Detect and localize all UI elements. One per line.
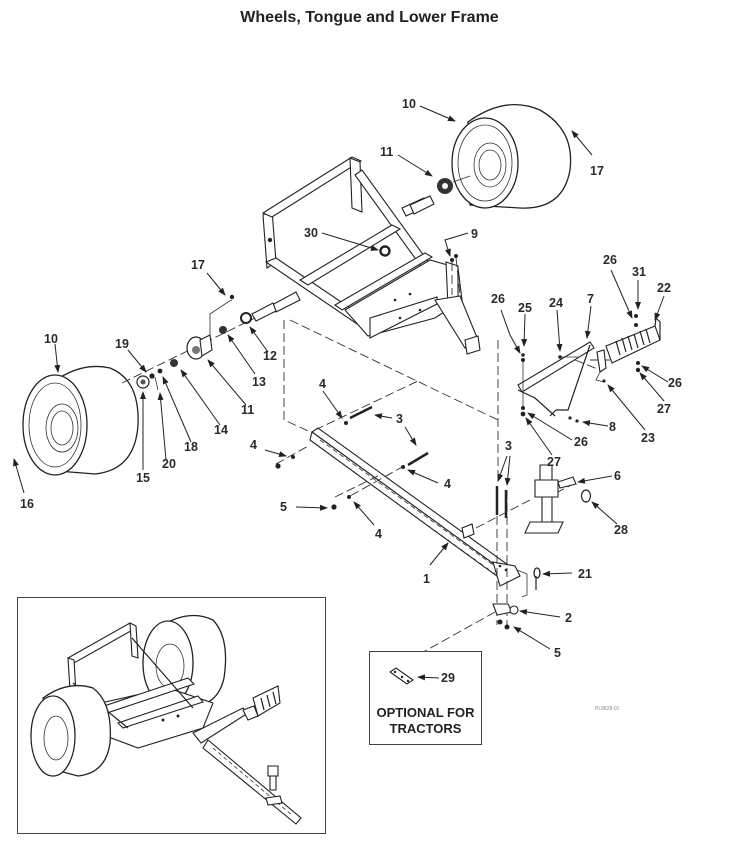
callout-13: 13	[252, 375, 266, 389]
callout-24: 24	[549, 296, 563, 310]
callout-10: 10	[402, 97, 416, 111]
step-bracket	[517, 341, 595, 423]
callout-26: 26	[603, 253, 617, 267]
callout-22: 22	[657, 281, 671, 295]
callout-11: 11	[380, 145, 393, 159]
lower-frame	[251, 156, 481, 355]
step	[595, 314, 661, 383]
callout-20: 20	[162, 457, 176, 471]
ring-28	[580, 489, 592, 503]
callout-3: 3	[396, 412, 403, 426]
leader-lines	[13, 105, 669, 650]
callout-6: 6	[614, 469, 621, 483]
callout-25: 25	[518, 301, 532, 315]
optional-for-tractors-box: 29 OPTIONAL FOR TRACTORS	[369, 651, 482, 745]
optional-caption-line2: TRACTORS	[389, 721, 462, 736]
callout-27: 27	[657, 402, 671, 416]
callout-5: 5	[554, 646, 561, 660]
callout-26: 26	[668, 376, 682, 390]
callout-19: 19	[115, 337, 129, 351]
washer-30	[379, 245, 391, 257]
callout-1: 1	[423, 572, 430, 586]
callout-11: 11	[241, 403, 254, 417]
callout-31: 31	[632, 265, 646, 279]
wheel-left	[22, 365, 139, 476]
callout-8: 8	[609, 420, 616, 434]
tongue-fasteners	[275, 405, 508, 518]
drawbar-plate-illustration: 29	[389, 667, 455, 685]
callout-21: 21	[578, 567, 592, 581]
callout-labels: 10 17 11 30 9 17 10 19 12 13 11 14 18 20…	[20, 97, 682, 660]
callout-2: 2	[565, 611, 572, 625]
tongue	[309, 427, 528, 598]
assembled-view-inset	[17, 597, 326, 834]
alignment-lines	[275, 319, 610, 666]
callout-30: 30	[304, 226, 318, 240]
assembled-trailer-illustration	[30, 614, 302, 825]
callout-4: 4	[250, 438, 257, 452]
callout-14: 14	[214, 423, 228, 437]
wheel-top-right	[451, 104, 572, 209]
callout-15: 15	[136, 471, 150, 485]
callout-3: 3	[505, 439, 512, 453]
callout-28: 28	[614, 523, 628, 537]
pin	[533, 567, 541, 590]
left-hub-components	[121, 294, 256, 391]
drawing-code: PL8828-01	[595, 706, 620, 712]
optional-caption-line1: OPTIONAL FOR	[376, 705, 475, 720]
jack	[524, 464, 592, 534]
callout-5: 5	[280, 500, 287, 514]
page-title: Wheels, Tongue and Lower Frame	[240, 9, 499, 26]
callout-17: 17	[590, 164, 604, 178]
callout-4: 4	[444, 477, 451, 491]
callout-16: 16	[20, 497, 34, 511]
callout-26: 26	[574, 435, 588, 449]
callout-18: 18	[184, 440, 198, 454]
callout-7: 7	[587, 292, 594, 306]
callout-12: 12	[263, 349, 277, 363]
callout-10: 10	[44, 332, 58, 346]
callout-26: 26	[491, 292, 505, 306]
callout-17: 17	[191, 258, 205, 272]
callout-9: 9	[471, 227, 478, 241]
hub-top	[409, 175, 471, 215]
callout-4: 4	[319, 377, 326, 391]
callout-29: 29	[441, 671, 455, 685]
callout-27: 27	[547, 455, 561, 469]
hitch-plate	[492, 603, 519, 630]
optional-caption: OPTIONAL FOR TRACTORS	[370, 705, 481, 737]
callout-23: 23	[641, 431, 655, 445]
callout-4: 4	[375, 527, 382, 541]
